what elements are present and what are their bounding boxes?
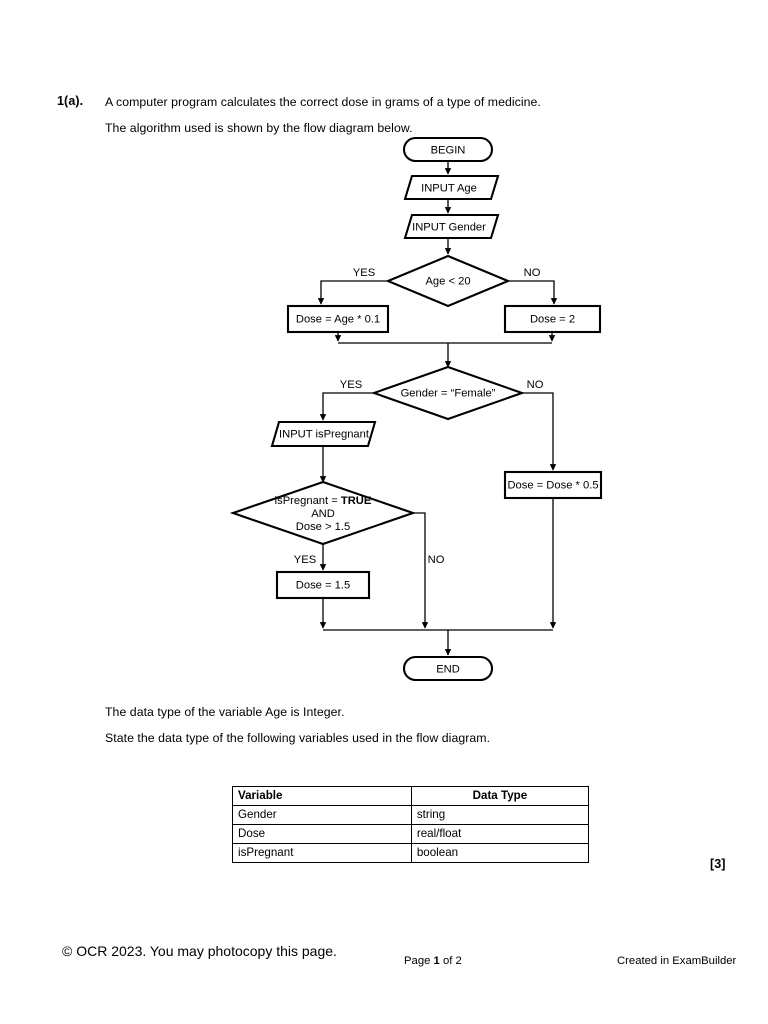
connector-gender-yes [319,392,374,421]
flow-node-dose-cap [275,570,371,600]
flow-node-dose-age [286,304,390,334]
flow-label-gender-yes: YES [340,379,362,391]
flow-node-decision-age [385,254,511,308]
question-text-line-4: State the data type of the following var… [105,731,491,745]
question-text-line-3: The data type of the variable Age is Int… [105,705,345,719]
table-header-row: Variable Data Type [232,786,590,806]
flow-label-age-yes: YES [353,267,375,279]
decision-pregnant-prefix: isPregnant = [275,495,341,507]
flow-node-input-age [403,174,500,201]
flow-node-dose-age-label: Dose = Age * 0.1 [296,313,380,325]
flow-node-input-gender [403,213,500,240]
table-cell-data-type[interactable]: real/float [410,824,590,844]
flow-diagram: BEGIN INPUT Age INPUT Gender Age < 20 YE… [229,136,603,682]
connector-age-yes [317,280,388,305]
flow-label-pregnant-yes: YES [294,554,316,566]
footer-created-in: Created in ExamBuilder [617,955,737,967]
flow-node-dose-cap-label: Dose = 1.5 [296,579,350,591]
flow-node-end [402,655,494,682]
connector-gender-no [522,392,557,471]
question-text-line-1: A computer program calculates the correc… [105,95,541,109]
flow-node-end-label: END [436,663,460,675]
table-row: Dose real/float [232,824,590,844]
flow-node-decision-gender-label: Gender = “Female” [401,387,496,399]
footer-page-suffix: of 2 [439,955,462,967]
table-cell-data-type[interactable]: string [410,805,590,825]
table-header-variable: Variable [232,786,412,806]
connector-age-no [508,280,558,305]
flow-label-age-no: NO [524,267,541,279]
flow-node-decision-age-label: Age < 20 [425,275,470,287]
table-cell-variable: isPregnant [232,843,412,863]
question-text-line-2: The algorithm used is shown by the flow … [105,121,413,135]
connector-pregnant-no [413,512,429,629]
flow-node-dose-two-label: Dose = 2 [530,313,575,325]
table-row: isPregnant boolean [232,843,590,863]
flow-node-input-gender-label: INPUT Gender [412,221,486,233]
table-cell-variable: Dose [232,824,412,844]
flow-label-gender-no: NO [527,379,544,391]
flow-node-dose-half-label: Dose = Dose * 0.5 [507,479,598,491]
flow-node-input-age-label: INPUT Age [421,182,477,194]
footer-page-prefix: Page [404,955,434,967]
variable-data-type-table: Variable Data Type Gender string Dose re… [232,786,590,863]
flow-node-input-ispregnant-label: INPUT isPregnant [279,428,370,440]
table-cell-data-type[interactable]: boolean [410,843,590,863]
flow-node-decision-pregnant-line-3: Dose > 1.5 [296,521,350,533]
table-cell-variable: Gender [232,805,412,825]
flow-node-input-ispregnant [270,420,377,448]
footer-copyright: © OCR 2023. You may photocopy this page. [62,943,337,959]
marks-allocation: [3] [710,857,726,871]
decision-pregnant-bold: TRUE [341,495,372,507]
flow-node-decision-pregnant-line-1: isPregnant = TRUE [275,495,372,507]
flow-node-decision-gender [370,365,526,421]
flow-node-begin-label: BEGIN [431,144,466,156]
flow-node-decision-pregnant-line-2: AND [311,508,335,520]
table-row: Gender string [232,805,590,825]
question-number: 1(a). [57,94,84,108]
table-header-data-type: Data Type [410,786,590,806]
footer-page-number: 1 [433,955,440,967]
flow-label-pregnant-no: NO [428,554,445,566]
footer-page-indicator: Page 1 of 2 [404,955,462,967]
